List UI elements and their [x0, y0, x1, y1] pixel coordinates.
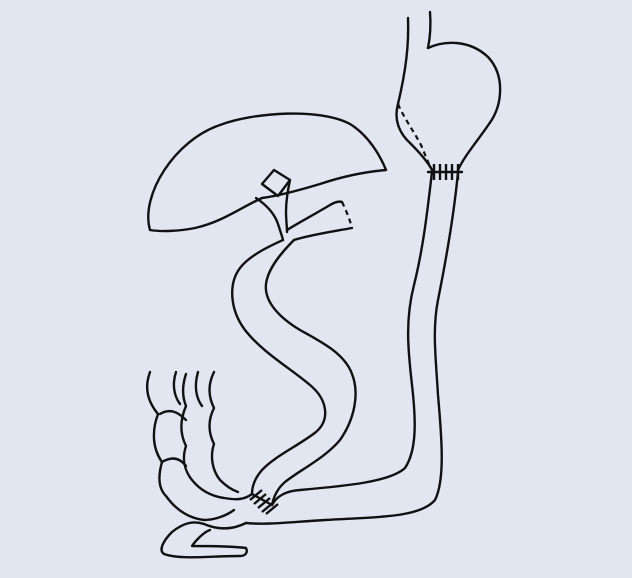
- liver: [148, 114, 386, 231]
- bile-duct: [256, 180, 290, 240]
- esophagus: [398, 12, 430, 104]
- gastric-remnant: [397, 43, 501, 170]
- duodenal-stump: [287, 202, 352, 240]
- jejunal-limb: [232, 240, 355, 505]
- gallbladder: [262, 170, 290, 196]
- colon: [147, 372, 252, 557]
- staple-line-lower: [250, 490, 278, 514]
